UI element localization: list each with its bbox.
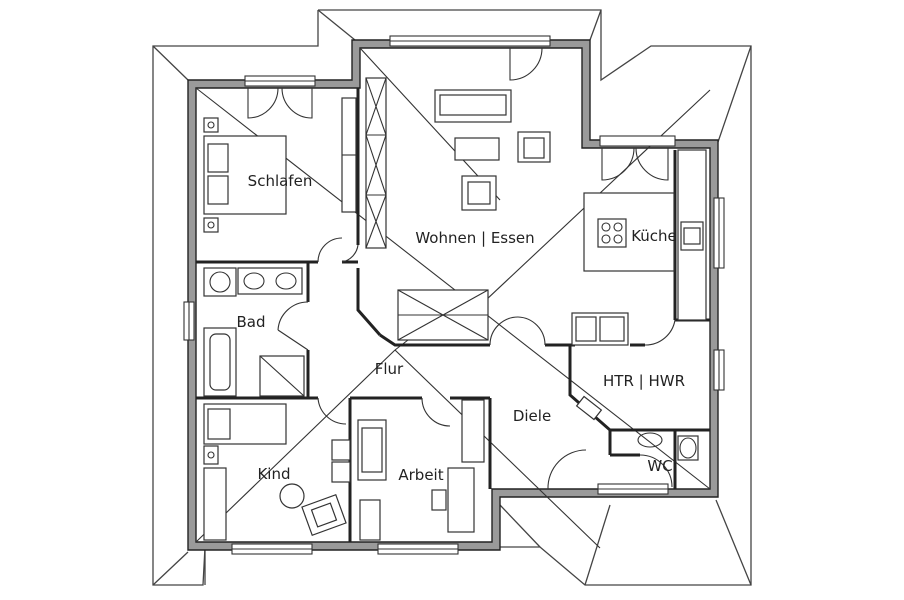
room-label-bad: Bad: [236, 313, 265, 331]
room-label-diele: Diele: [513, 407, 551, 425]
furniture: [203, 77, 707, 541]
doors: [247, 47, 676, 490]
room-label-kueche: Küche: [631, 227, 677, 245]
outer-walls: [187, 39, 719, 551]
room-label-htr-hwr: HTR | HWR: [603, 372, 685, 390]
room-label-schlafen: Schlafen: [248, 172, 313, 190]
room-label-wohnen-essen: Wohnen | Essen: [415, 229, 534, 247]
room-labels: Schlafen Wohnen | Essen Küche Bad Flur H…: [236, 172, 685, 484]
room-label-arbeit: Arbeit: [398, 466, 443, 484]
room-label-kind: Kind: [257, 465, 290, 483]
windows: [183, 35, 725, 555]
interior-walls: [196, 88, 710, 542]
room-label-wc: WC: [647, 457, 672, 475]
room-label-flur: Flur: [375, 360, 404, 378]
